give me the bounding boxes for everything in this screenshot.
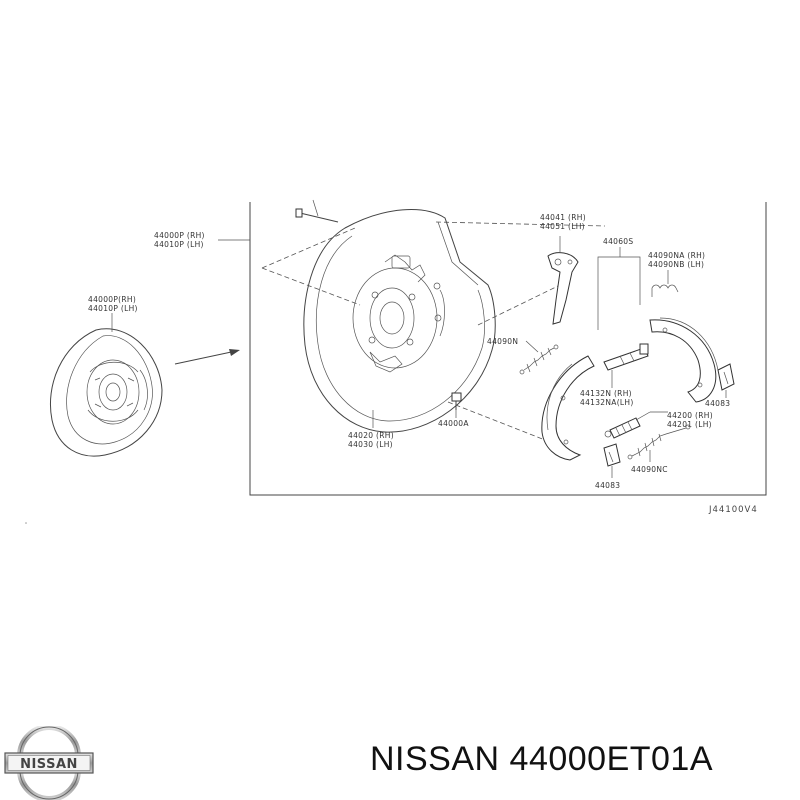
label-44090n: 44090N: [487, 337, 518, 346]
brake-shoe-left: [541, 355, 595, 461]
arrow-to-detail: [174, 349, 240, 365]
figure-code: J44100V4: [708, 505, 758, 515]
diagram-frame: [249, 202, 767, 496]
main-backing-plate: [303, 209, 496, 433]
part-caption: NISSAN 44000ET01A: [370, 740, 714, 778]
label-44000a: 44000A: [438, 419, 469, 428]
clip-44083-bottom: [603, 443, 621, 467]
label-44090nb: 44090NB (LH): [648, 260, 704, 269]
guide-bolt: [447, 401, 546, 441]
scan-speck: [25, 522, 27, 524]
guide-top-left: [261, 227, 356, 269]
spring-44090nc: [627, 424, 691, 460]
label-44010p: 44010P (LH): [154, 240, 204, 249]
label-44010p-small: 44010P (LH): [88, 304, 138, 313]
leader-pin: [312, 199, 319, 217]
guide-mid-left: [261, 267, 361, 306]
hold-down-pin: [295, 208, 339, 223]
label-44090nc: 44090NC: [631, 465, 668, 474]
guide-top-right: [435, 221, 606, 227]
label-44200: 44200 (RH): [667, 411, 713, 420]
label-44201: 44201 (LH): [667, 420, 712, 429]
label-44041: 44041 (RH): [540, 213, 586, 222]
leader-44090n: [525, 340, 539, 353]
label-44132n: 44132N (RH): [580, 389, 632, 398]
bolt-44000a: [451, 392, 462, 410]
label-44132na: 44132NA(LH): [580, 398, 634, 407]
label-44083-right: 44083: [705, 399, 730, 408]
label-44000p: 44000P (RH): [154, 231, 205, 240]
parking-lever: [547, 252, 579, 325]
label-44090na: 44090NA (RH): [648, 251, 705, 260]
clip-44083-right: [717, 363, 735, 391]
leader-44060s: [597, 256, 641, 330]
label-44000p-small: 44000P(RH): [88, 295, 136, 304]
label-44083-bottom: 44083: [595, 481, 620, 490]
logo-wordmark: NISSAN: [20, 757, 78, 772]
label-44020: 44020 (RH): [348, 431, 394, 440]
label-44060s: 44060S: [603, 237, 633, 246]
label-44051: 44051 (LH): [540, 222, 585, 231]
adjuster-screw-44200: [604, 411, 651, 439]
overview-backing-plate: [50, 328, 163, 457]
brake-shoe-right: [649, 317, 719, 403]
spring-44090n: [519, 344, 559, 375]
guide-to-shoe: [477, 284, 561, 326]
adjuster-44132n: [603, 343, 649, 371]
spring-44090na: [651, 284, 679, 297]
label-44030: 44030 (LH): [348, 440, 393, 449]
nissan-logo: NISSAN: [4, 726, 94, 800]
